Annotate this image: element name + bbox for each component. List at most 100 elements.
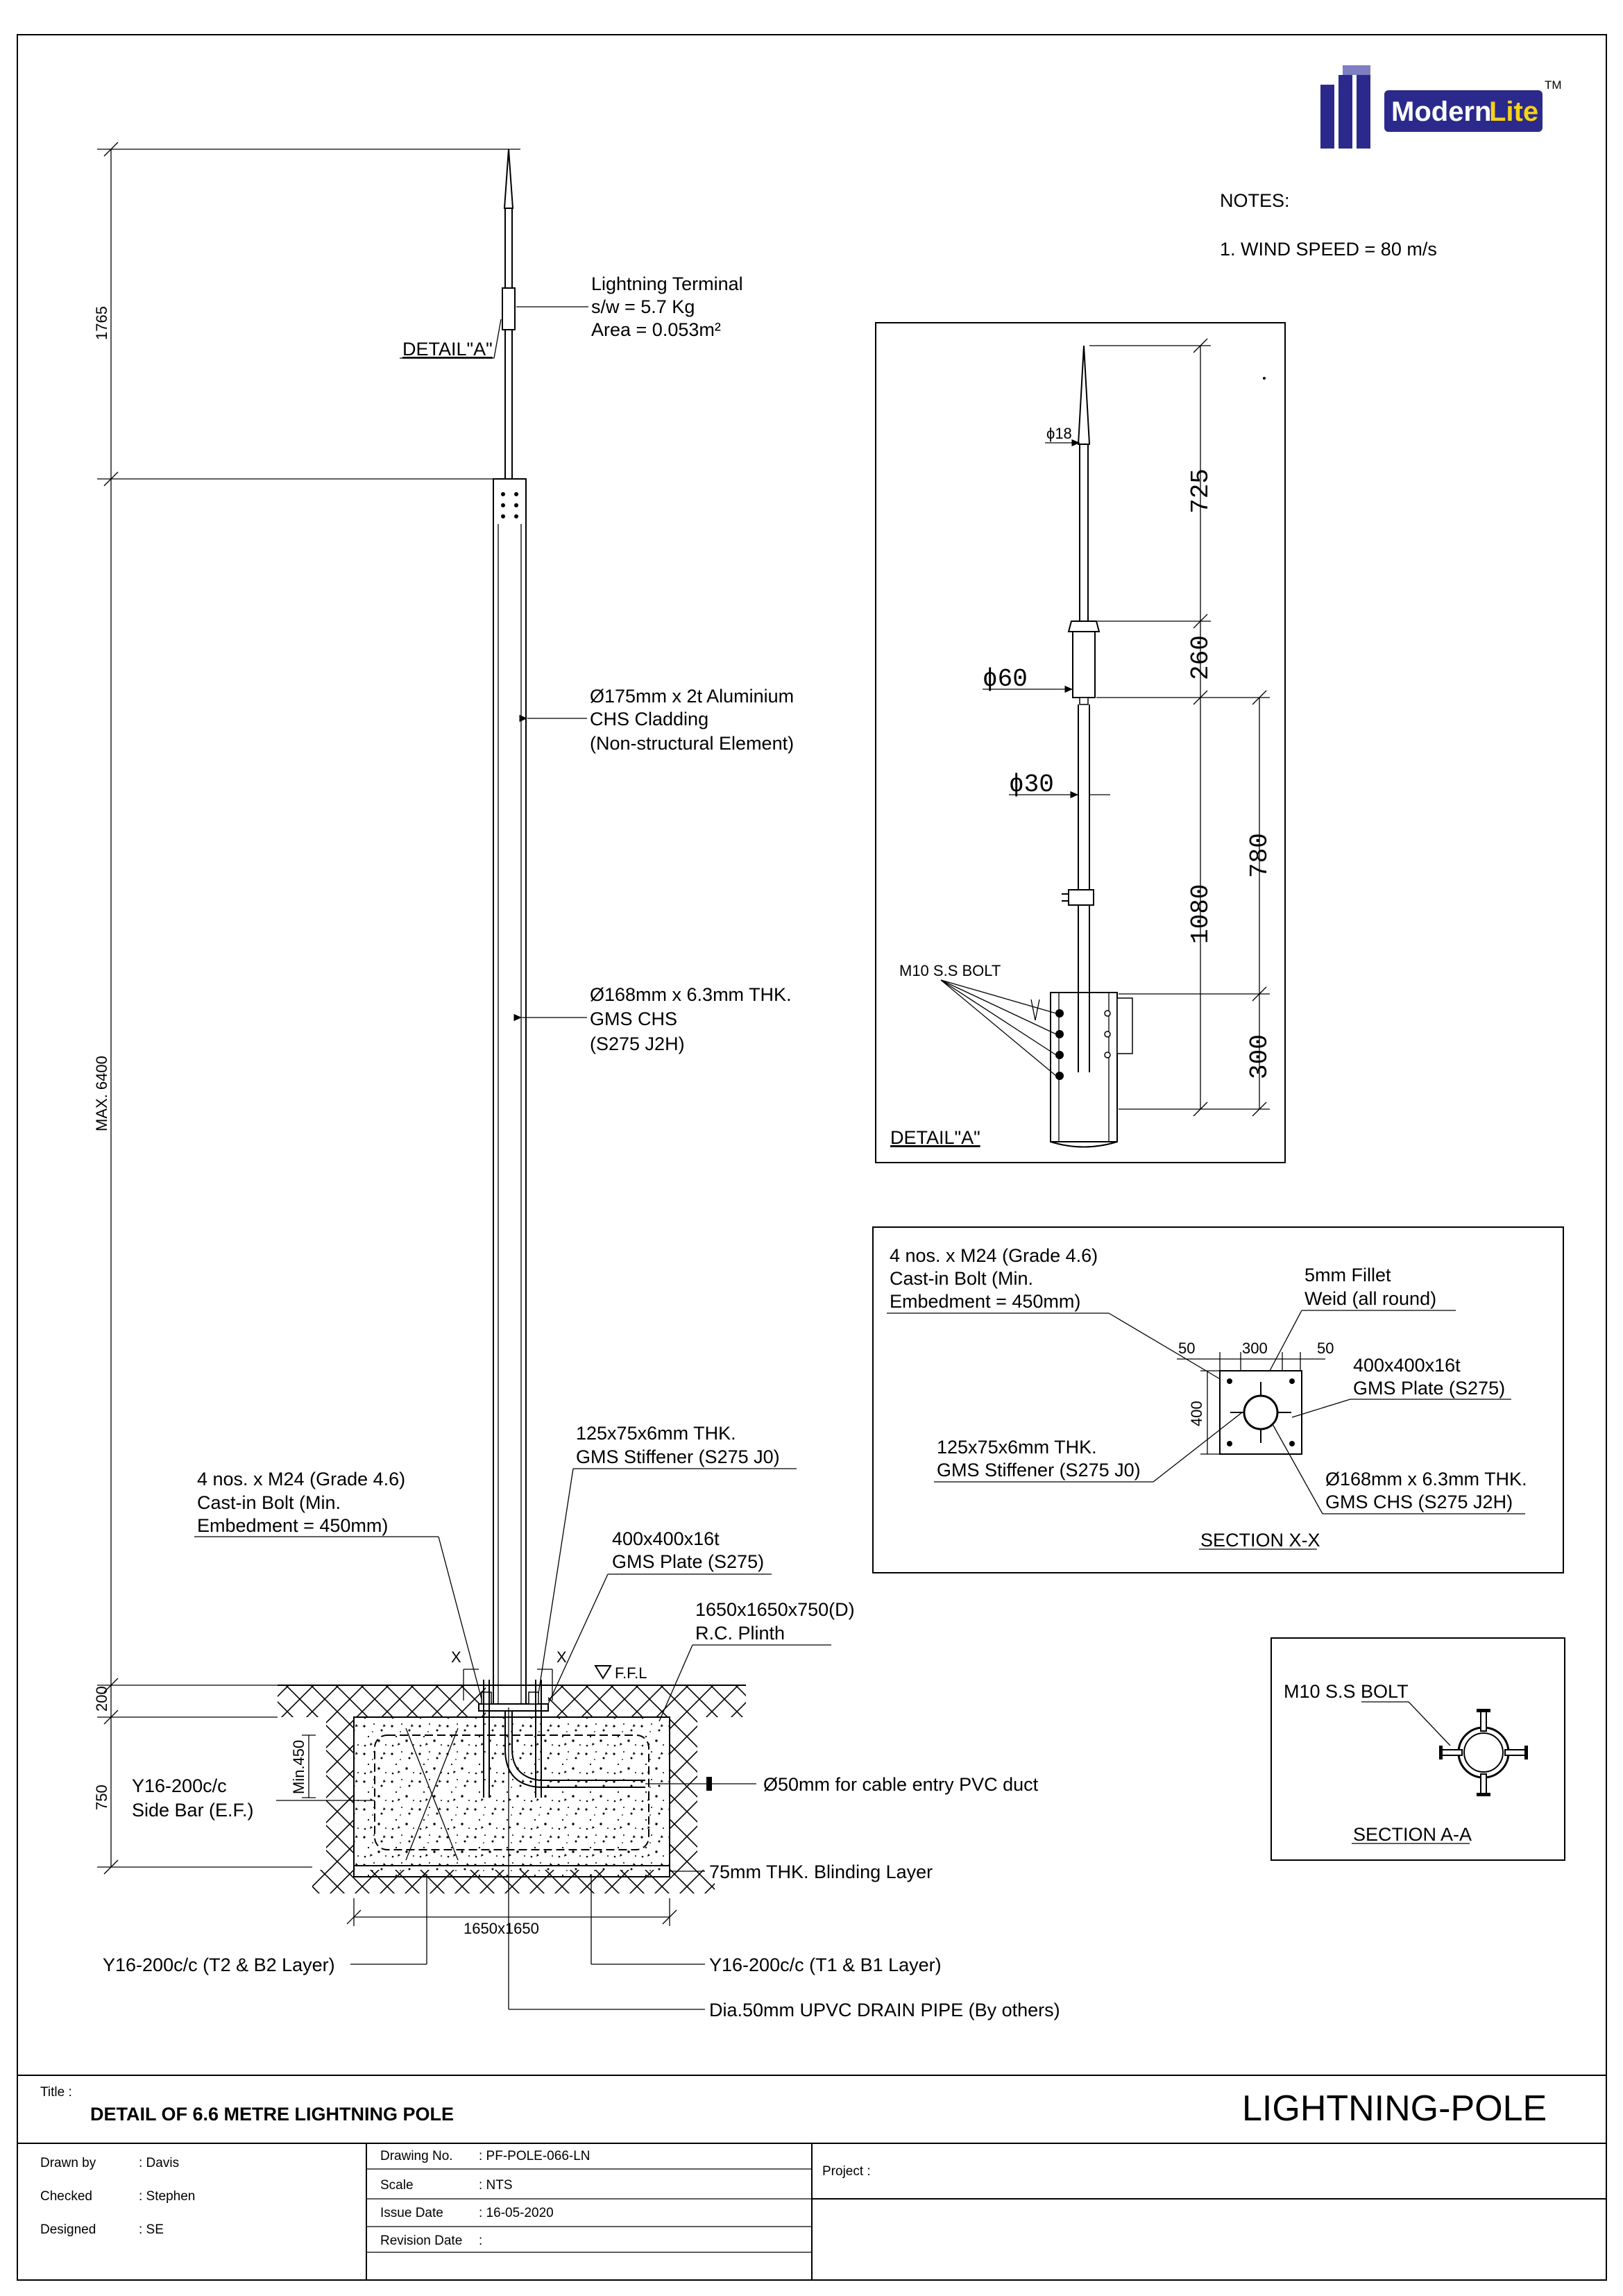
title-label: Title : bbox=[40, 2085, 72, 2100]
plinth-rebar-cage bbox=[374, 1734, 649, 1850]
detail-a-ref: DETAIL"A" bbox=[402, 339, 493, 360]
cladding-label-3: (Non-structural Element) bbox=[590, 733, 794, 754]
project-label: Project : bbox=[822, 2164, 871, 2179]
side-bar-label-1: Y16-200c/c bbox=[132, 1775, 227, 1796]
sxx-plate-2: GMS Plate (S275) bbox=[1353, 1378, 1505, 1399]
section-mark-right: X bbox=[556, 1648, 567, 1666]
dim-300: 300 bbox=[1246, 1034, 1274, 1079]
soil-mid-left bbox=[350, 1685, 486, 1717]
scale-value: : NTS bbox=[479, 2178, 513, 2193]
rod-collar bbox=[502, 287, 516, 330]
drawn-by-value: : Davis bbox=[139, 2156, 179, 2170]
side-bar-label-2: Side Bar (E.F.) bbox=[132, 1800, 254, 1821]
chs-label-2: GMS CHS bbox=[590, 1008, 677, 1029]
designed-label: Designed bbox=[40, 2222, 96, 2237]
drawing-no-label: Drawing No. bbox=[380, 2149, 453, 2163]
dim-1765: 1765 bbox=[93, 306, 110, 340]
dim-725: 725 bbox=[1187, 469, 1215, 514]
section-xx-title: SECTION X-X bbox=[1200, 1530, 1320, 1551]
sxx-bolts-1: 4 nos. x M24 (Grade 4.6) bbox=[890, 1245, 1098, 1266]
rod-spike bbox=[503, 149, 514, 209]
logo-bar-3 bbox=[1357, 65, 1370, 149]
chs-label-3: (S275 J2H) bbox=[590, 1033, 685, 1054]
soil-left bbox=[278, 1685, 350, 1717]
checked-value: : Stephen bbox=[139, 2189, 195, 2204]
soil-side-right bbox=[670, 1717, 697, 1870]
stiffener-label-1: 125x75x6mm THK. bbox=[576, 1423, 736, 1444]
logo-bar-1 bbox=[1320, 85, 1334, 149]
sxx-bolts-2: Cast-in Bolt (Min. bbox=[890, 1268, 1033, 1289]
phi18-label: ϕ18 bbox=[1046, 425, 1072, 442]
drawn-by-label: Drawn by bbox=[40, 2156, 96, 2170]
brand-logo: Modern Lite TM bbox=[1320, 65, 1562, 149]
title-block: Title : DETAIL OF 6.6 METRE LIGHTNING PO… bbox=[17, 2075, 1606, 2280]
detail-spike bbox=[1077, 345, 1091, 445]
cladding-label-1: Ø175mm x 2t Aluminium bbox=[590, 686, 794, 707]
logo-text-lite: Lite bbox=[1489, 96, 1538, 127]
plinth-size-dim: 1650x1650 bbox=[464, 1920, 539, 1937]
sxx-chs-2: GMS CHS (S275 J2H) bbox=[1325, 1492, 1513, 1512]
main-elevation: 1765 MAX. 6400 200 750 DETAIL"A" Lightni… bbox=[93, 142, 1060, 2020]
saa-bolts bbox=[1439, 1709, 1528, 1796]
sxx-stiffener-2: GMS Stiffener (S275 J0) bbox=[937, 1460, 1141, 1480]
sheet-border bbox=[17, 34, 1607, 2281]
revision-date-label: Revision Date bbox=[380, 2234, 462, 2248]
plinth-label-2: R.C. Plinth bbox=[695, 1623, 785, 1644]
detail-dim-ticks bbox=[1193, 338, 1267, 1117]
issue-date-value: : 16-05-2020 bbox=[479, 2206, 554, 2220]
section-xx-frame bbox=[872, 1226, 1564, 1573]
logo-bar-4 bbox=[1343, 65, 1370, 75]
cladding-label-2: CHS Cladding bbox=[590, 709, 708, 729]
t2b2-label: Y16-200c/c (T2 & B2 Layer) bbox=[103, 1955, 335, 1975]
detail-a-title: DETAIL"A" bbox=[890, 1127, 980, 1148]
soil-right bbox=[673, 1685, 746, 1717]
ffl-label: F.F.L bbox=[615, 1664, 647, 1682]
duct-label: Ø50mm for cable entry PVC duct bbox=[763, 1774, 1039, 1795]
sxx-weld-2: Weid (all round) bbox=[1305, 1288, 1436, 1309]
drawing-title: DETAIL OF 6.6 METRE LIGHTNING POLE bbox=[90, 2104, 454, 2125]
dim-750: 750 bbox=[93, 1784, 110, 1810]
blinding-label: 75mm THK. Blinding Layer bbox=[709, 1862, 933, 1882]
saa-bolt-label: M10 S.S BOLT bbox=[1284, 1681, 1409, 1702]
notes-heading: NOTES: bbox=[1220, 190, 1290, 211]
pole-bolt-holes bbox=[501, 492, 518, 518]
detail-bolts bbox=[1030, 997, 1133, 1080]
section-mark-left: X bbox=[451, 1648, 461, 1666]
sxx-weld-1: 5mm Fillet bbox=[1305, 1265, 1391, 1285]
issue-date-label: Issue Date bbox=[380, 2206, 443, 2220]
lightning-terminal-label: Lightning Terminal bbox=[591, 273, 743, 294]
base-plate bbox=[478, 1703, 549, 1712]
detail-head bbox=[1067, 621, 1101, 632]
sxx-bolts-3: Embedment = 450mm) bbox=[890, 1291, 1080, 1312]
sxx-dim-300: 300 bbox=[1242, 1340, 1268, 1357]
drawing-no-value: : PF-POLE-066-LN bbox=[479, 2149, 590, 2163]
stiffener-label-2: GMS Stiffener (S275 J0) bbox=[576, 1446, 780, 1467]
sxx-chs bbox=[1243, 1394, 1279, 1430]
lightning-terminal-area: Area = 0.053m² bbox=[591, 319, 721, 340]
ffl-marker bbox=[594, 1665, 612, 1680]
logo-tm: TM bbox=[1545, 78, 1562, 92]
sxx-dim-50b: 50 bbox=[1317, 1340, 1334, 1357]
revision-date-value: : bbox=[479, 2234, 482, 2248]
drain-pipe bbox=[511, 1711, 645, 1781]
sxx-stiffener-1: 125x75x6mm THK. bbox=[937, 1437, 1097, 1458]
saa-inner-ring bbox=[1463, 1732, 1504, 1773]
dim-ticks bbox=[103, 142, 119, 1875]
plate-label-1: 400x400x16t bbox=[612, 1528, 720, 1549]
duct-end bbox=[706, 1777, 712, 1791]
chs-label-1: Ø168mm x 6.3mm THK. bbox=[590, 984, 792, 1005]
dim-200: 200 bbox=[93, 1686, 110, 1712]
t1b1-label: Y16-200c/c (T1 & B1 Layer) bbox=[709, 1955, 942, 1975]
detail-clamp bbox=[1068, 889, 1094, 906]
section-aa-frame bbox=[1271, 1637, 1565, 1861]
sxx-dim-400: 400 bbox=[1188, 1401, 1205, 1426]
logo-text-modern: Modern bbox=[1391, 96, 1491, 127]
logo-badge bbox=[1384, 90, 1543, 132]
drain-label: Dia.50mm UPVC DRAIN PIPE (By others) bbox=[709, 2000, 1060, 2020]
drawing-name: LIGHTNING-POLE bbox=[1242, 2088, 1547, 2129]
saa-outer-ring bbox=[1457, 1726, 1510, 1779]
sxx-dim-50a: 50 bbox=[1178, 1340, 1195, 1357]
section-xx-panel: 4 nos. x M24 (Grade 4.6) Cast-in Bolt (M… bbox=[872, 1226, 1564, 1573]
stiffener-right bbox=[528, 1691, 539, 1705]
